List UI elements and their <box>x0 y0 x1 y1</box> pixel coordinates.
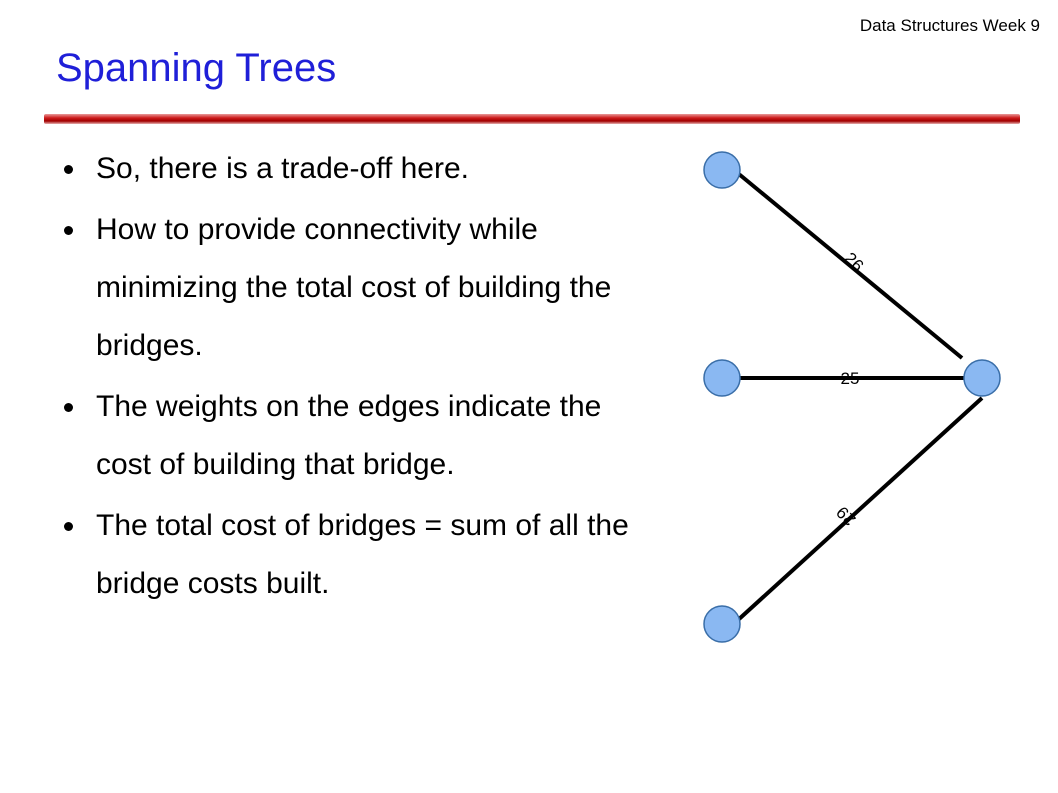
node-top-left <box>703 151 741 189</box>
bullet-icon <box>64 165 73 174</box>
node-right <box>963 359 1001 397</box>
bullet-text: So, there is a trade-off here. <box>96 152 469 185</box>
edge-weight-bottom: 29 <box>833 502 860 529</box>
bullet-item: How to provide connectivity while minimi… <box>60 201 660 375</box>
bullet-text: The weights on the edges indicate the co… <box>96 390 602 481</box>
node-middle-left <box>703 359 741 397</box>
edge-weight-top: 26 <box>840 249 867 276</box>
bullet-icon <box>64 226 73 235</box>
node-bottom-left <box>703 605 741 643</box>
slide-title: Spanning Trees <box>56 46 337 90</box>
edge-weight-middle: 25 <box>841 369 860 388</box>
bullet-item: So, there is a trade-off here. <box>60 140 660 198</box>
edge-bottom <box>736 396 984 622</box>
bullet-item: The weights on the edges indicate the co… <box>60 378 660 494</box>
bullet-icon <box>64 403 73 412</box>
bullet-text: How to provide connectivity while minimi… <box>96 213 612 362</box>
course-header: Data Structures Week 9 <box>859 16 1040 35</box>
bullet-text: The total cost of bridges = sum of all t… <box>96 509 629 600</box>
bridge-graph: 26 25 29 <box>703 151 1001 643</box>
bullet-list: So, there is a trade-off here. How to pr… <box>60 140 660 616</box>
bullet-icon <box>64 522 73 531</box>
title-divider <box>44 114 1020 124</box>
bullet-item: The total cost of bridges = sum of all t… <box>60 497 660 613</box>
edge-top <box>732 168 964 360</box>
